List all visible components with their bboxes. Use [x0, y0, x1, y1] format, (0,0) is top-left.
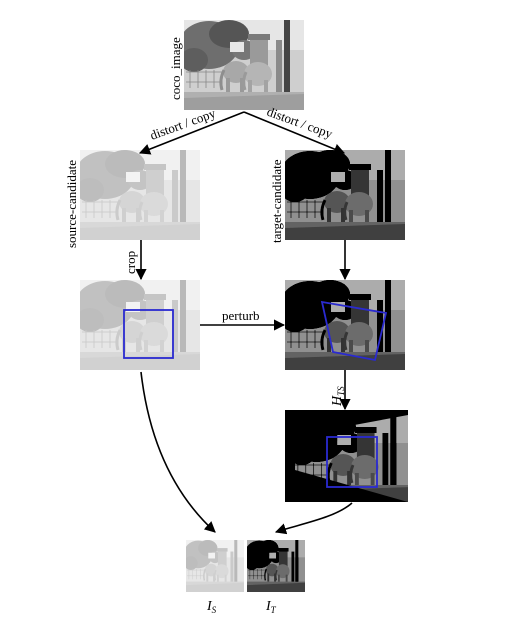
- coco-image: [184, 20, 304, 110]
- arrow-warp-to-it: [274, 502, 353, 535]
- source-candidate-label: source-candidate: [64, 160, 79, 248]
- arrow-coco-to-source: [138, 111, 245, 155]
- arrow-crop-to-is: [140, 371, 216, 533]
- perturbed-box: [320, 300, 388, 362]
- arrows: [135, 111, 353, 535]
- crop-box: [123, 309, 174, 359]
- target-perturbed-image: [285, 280, 405, 370]
- output-is-label: IS: [206, 599, 217, 615]
- warped-box: [326, 436, 378, 488]
- source-candidate-image: [80, 150, 200, 240]
- output-source-patch: [186, 540, 244, 592]
- target-candidate-label: target-candidate: [269, 159, 284, 243]
- crop-label: crop: [123, 251, 138, 274]
- warped-target-image: [285, 410, 408, 502]
- arrow-coco-to-target: [243, 111, 346, 155]
- output-target-patch: [247, 540, 305, 592]
- perturb-label: perturb: [222, 308, 260, 323]
- coco-label: coco_image: [168, 37, 183, 100]
- output-it-label: IT: [265, 599, 277, 615]
- target-candidate-image: [285, 150, 405, 240]
- source-crop-image: [80, 280, 200, 370]
- distort-left-label: distort / copy: [148, 105, 218, 143]
- homography-label: HTS: [330, 386, 346, 407]
